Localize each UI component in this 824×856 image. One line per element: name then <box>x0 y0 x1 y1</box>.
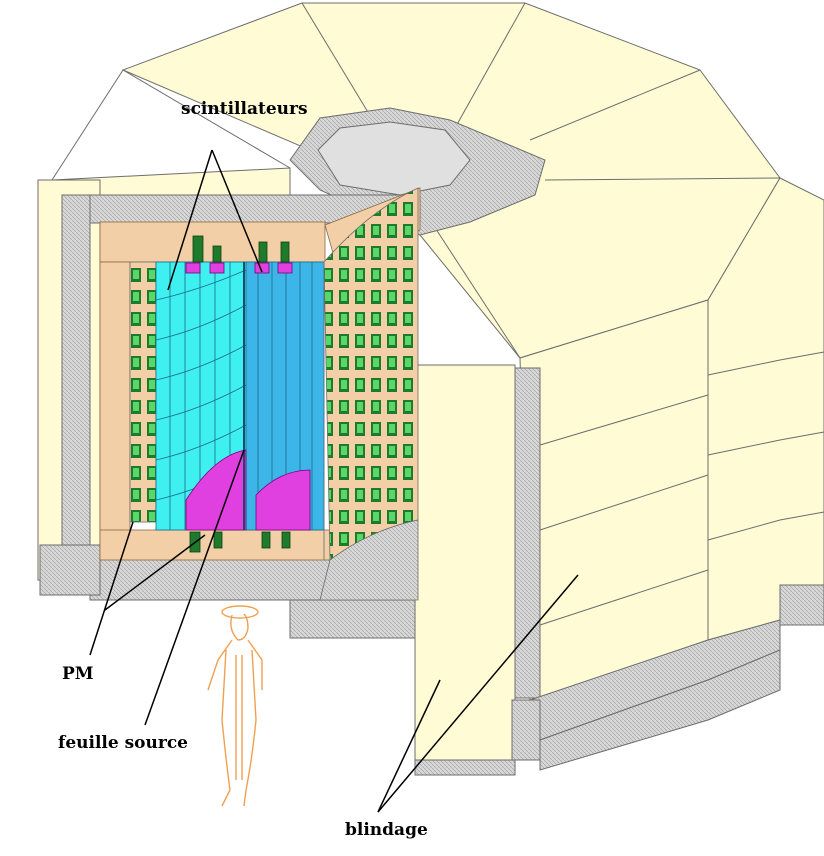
label-source-foil: feuille source <box>58 733 188 753</box>
shielding-front <box>414 364 781 776</box>
pm-column-left <box>129 261 157 523</box>
scintillator-wall <box>155 261 325 531</box>
shielding-right <box>511 177 824 741</box>
label-shielding: blindage <box>345 820 428 840</box>
leader-lines <box>89 149 579 813</box>
label-pm: PM <box>62 664 94 684</box>
person-figure <box>207 605 263 807</box>
pm-curved-wall <box>319 187 419 601</box>
magenta-blocks <box>185 262 311 531</box>
label-scintillators: scintillateurs <box>181 99 308 119</box>
